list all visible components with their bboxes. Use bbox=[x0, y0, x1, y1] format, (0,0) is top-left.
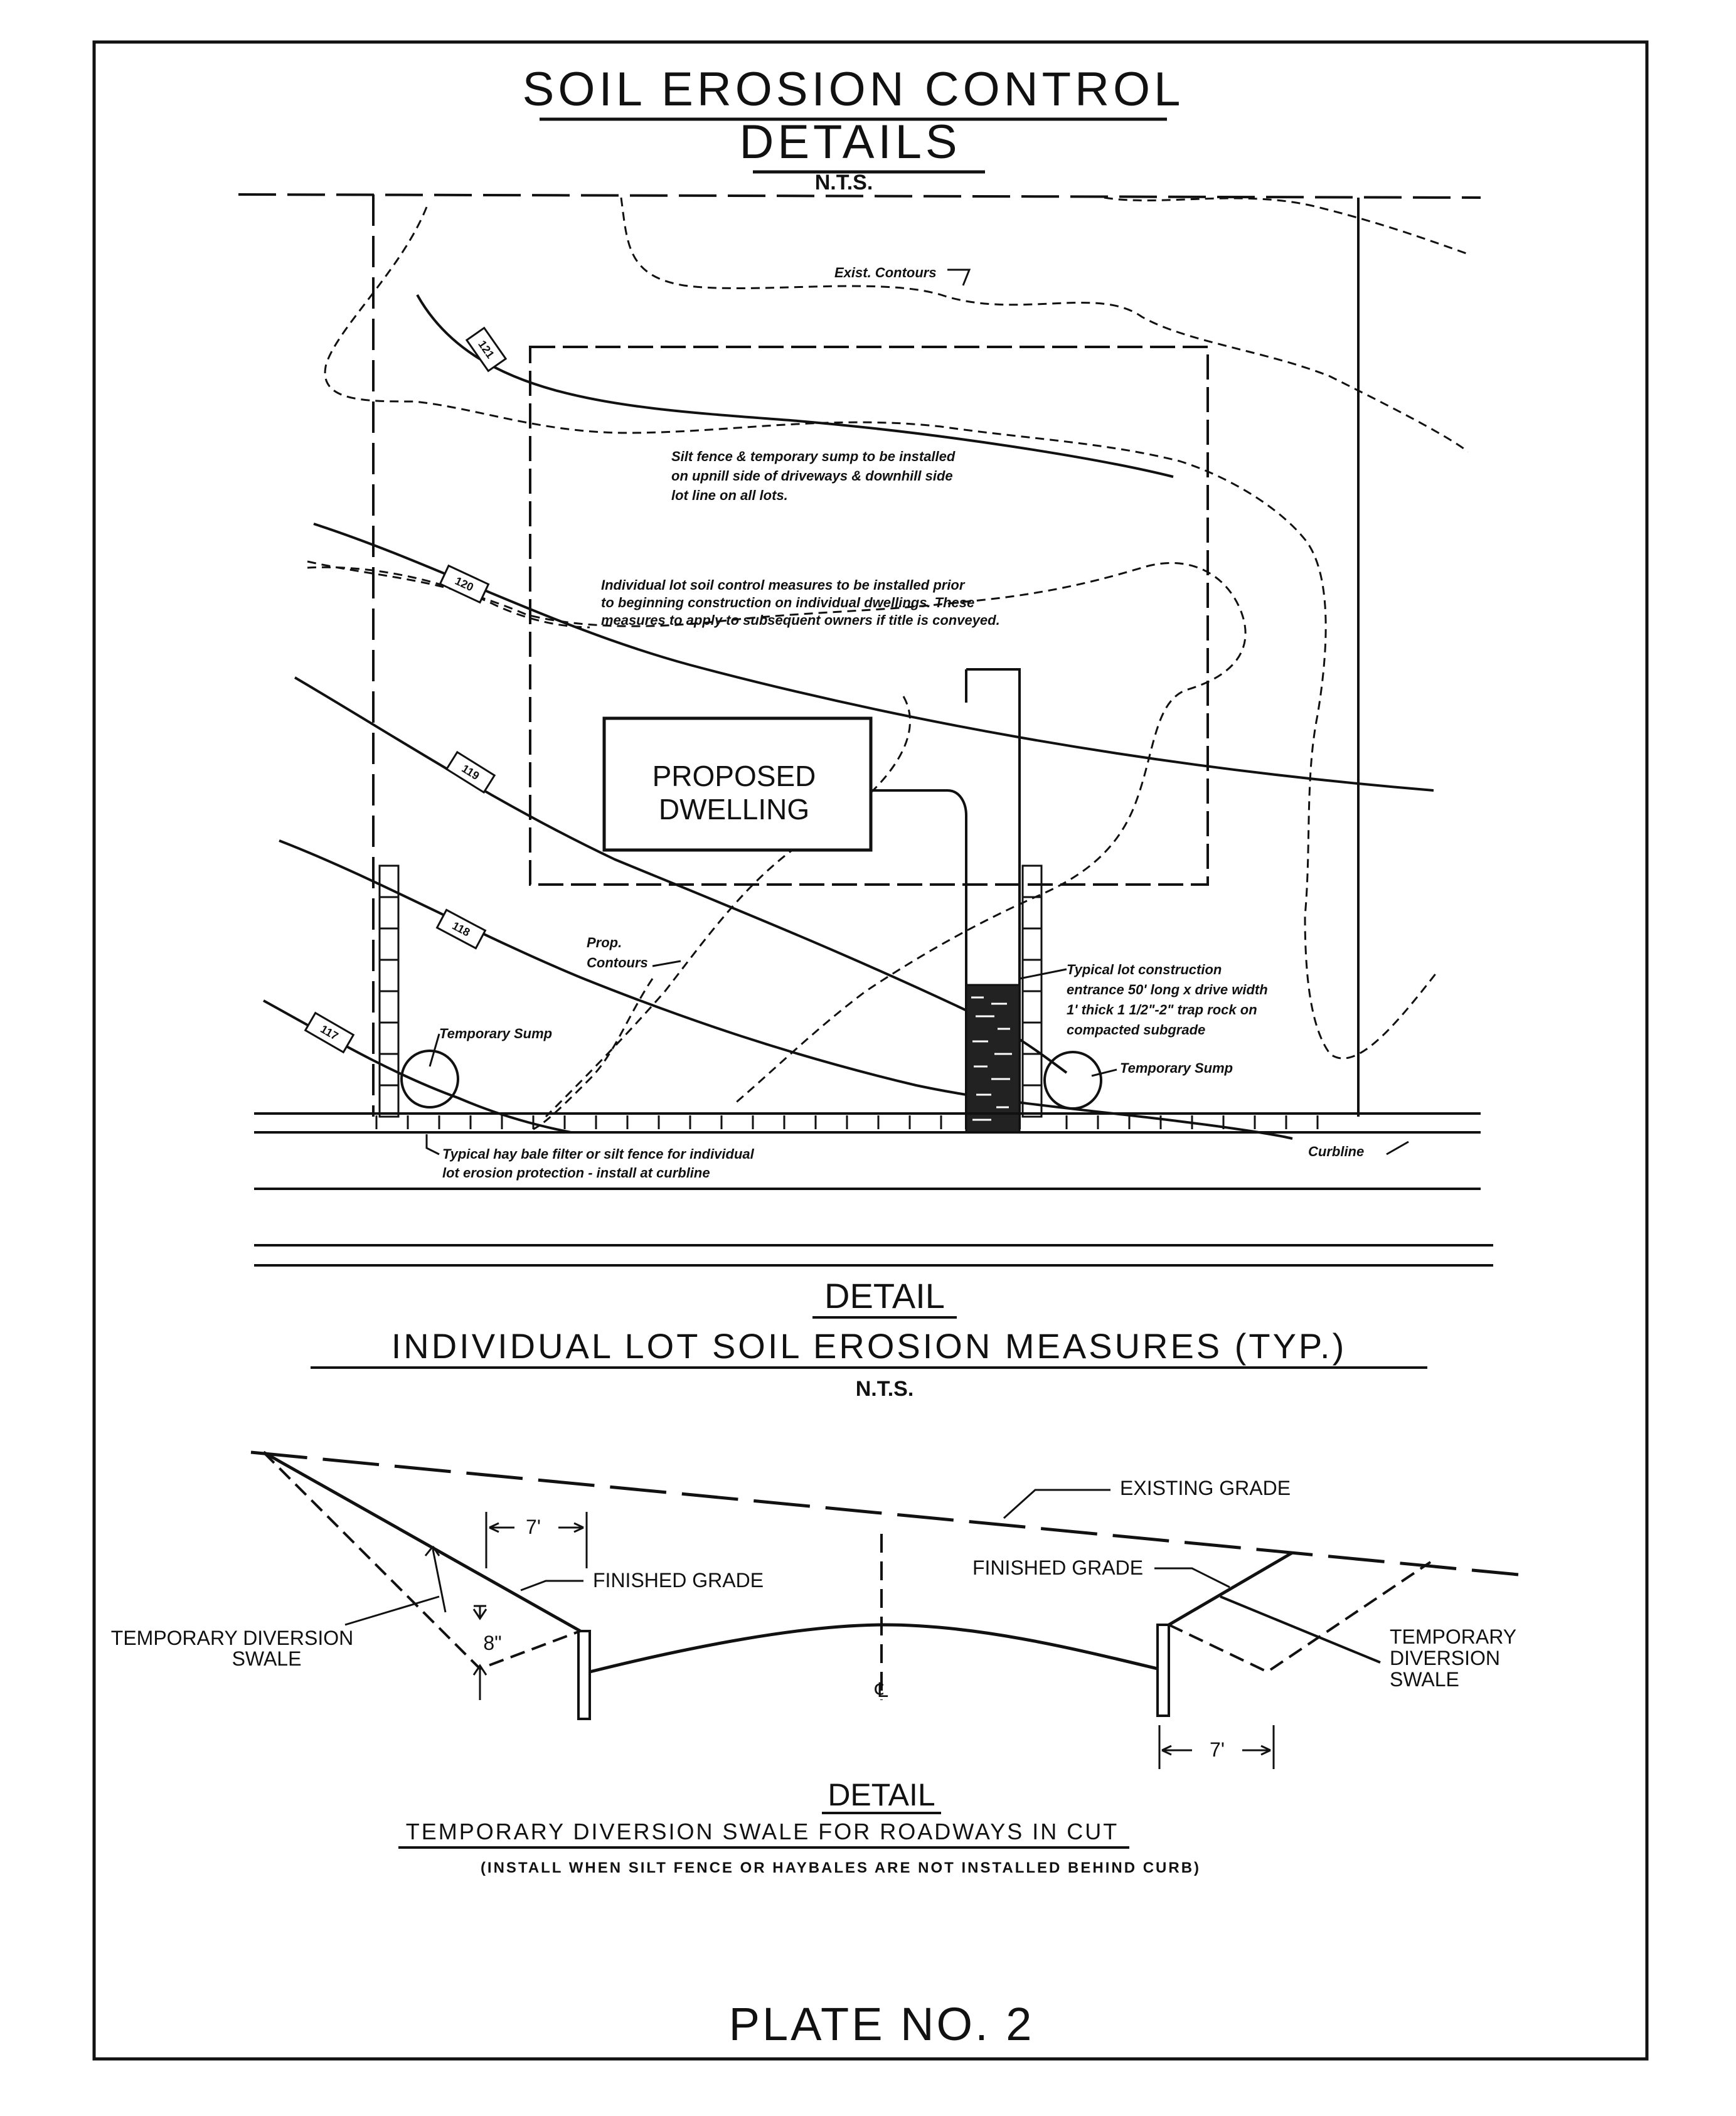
prop-contour-dashed-2 bbox=[533, 978, 654, 1130]
note-entrance: Typical lot construction entrance 50' lo… bbox=[1067, 962, 1268, 1038]
contour-label-117: 117 bbox=[304, 1011, 355, 1054]
svg-text:on upnill side of driveways &: on upnill side of driveways & downhill s… bbox=[671, 468, 953, 484]
existing-grade-label: EXISTING GRADE bbox=[1120, 1477, 1291, 1499]
swale-left-label-1: TEMPORARY DIVERSION bbox=[111, 1627, 353, 1649]
leader-swale-left bbox=[344, 1595, 440, 1626]
temporary-sump-right bbox=[1043, 1051, 1102, 1110]
sheet-border bbox=[92, 40, 1649, 2061]
svg-text:entrance 50' long x drive widt: entrance 50' long x drive width bbox=[1067, 982, 1268, 997]
hay-bale-ticks bbox=[375, 1115, 1319, 1129]
proposed-contour-121 bbox=[416, 294, 1174, 478]
existing-grade-line bbox=[250, 1450, 1519, 1576]
prop-contours-label-1: Prop. bbox=[587, 935, 622, 950]
driveway-top bbox=[966, 668, 1021, 1129]
temporary-sump-right-label: Temporary Sump bbox=[1120, 1060, 1233, 1076]
svg-text:lot erosion protection - insta: lot erosion protection - install at curb… bbox=[442, 1165, 710, 1181]
svg-text:Silt fence & temporary sump to: Silt fence & temporary sump to be instal… bbox=[671, 449, 956, 464]
dwelling-label-1: PROPOSED bbox=[652, 760, 816, 792]
hay-bale-left bbox=[378, 864, 400, 1118]
swale-right-label-3: SWALE bbox=[1390, 1668, 1459, 1691]
leader-finished-grade-left bbox=[520, 1580, 583, 1592]
trap-rock-texture bbox=[971, 996, 1012, 1121]
plate-title-line2: DETAILS bbox=[739, 115, 961, 169]
svg-text:compacted subgrade: compacted subgrade bbox=[1067, 1022, 1205, 1038]
note-hay-bale: Typical hay bale filter or silt fence fo… bbox=[442, 1146, 755, 1181]
prop-contour-dashed-1 bbox=[545, 696, 911, 1118]
plate-number: PLATE NO. 2 bbox=[729, 1998, 1035, 2050]
finished-grade-left-label: FINISHED GRADE bbox=[593, 1569, 764, 1592]
detail-lot-scale: N.T.S. bbox=[856, 1377, 914, 1401]
svg-text:to beginning construction on i: to beginning construction on individual … bbox=[601, 595, 974, 610]
note-individual-lot: Individual lot soil control measures to … bbox=[601, 577, 1000, 628]
curb-left bbox=[577, 1630, 591, 1720]
curbline-label: Curbline bbox=[1308, 1144, 1364, 1159]
dim-depth-label: 8" bbox=[483, 1632, 501, 1654]
svg-text:1' thick 1 1/2"-2" trap rock o: 1' thick 1 1/2"-2" trap rock on bbox=[1067, 1002, 1257, 1018]
leader-exist-contours bbox=[947, 268, 971, 286]
road-crown bbox=[589, 1623, 1158, 1674]
setback-boundary bbox=[529, 346, 1209, 886]
temporary-sump-left-label: Temporary Sump bbox=[439, 1026, 552, 1041]
svg-text:Typical hay bale filter or sil: Typical hay bale filter or silt fence fo… bbox=[442, 1146, 755, 1162]
prop-contours-label-2: Contours bbox=[587, 955, 648, 970]
note-silt-fence: Silt fence & temporary sump to be instal… bbox=[671, 449, 956, 503]
dim-top-left-label: 7' bbox=[526, 1516, 541, 1538]
swale-right-label-2: DIVERSION bbox=[1390, 1647, 1500, 1669]
centerline-label: ℄ bbox=[875, 1678, 888, 1702]
scale-top: N.T.S. bbox=[815, 171, 873, 194]
trap-rock-entrance bbox=[965, 984, 1021, 1134]
detail-lot-heading: DETAIL bbox=[824, 1276, 945, 1316]
dim-bottom-right-label: 7' bbox=[1210, 1738, 1225, 1761]
finished-grade-right-label: FINISHED GRADE bbox=[972, 1556, 1143, 1579]
existing-contour-d bbox=[307, 560, 1247, 1105]
dwelling-label-2: DWELLING bbox=[659, 793, 809, 826]
proposed-contour-120 bbox=[313, 523, 1434, 792]
leader-sump-left bbox=[429, 1033, 440, 1067]
dim-bottom-right-arrows bbox=[1161, 1745, 1271, 1756]
section-view bbox=[250, 1450, 1519, 1769]
swale-right bbox=[1168, 1561, 1432, 1674]
leader-finished-grade-right bbox=[1154, 1567, 1230, 1588]
swale-left-label-2: SWALE bbox=[232, 1647, 302, 1670]
detail-swale-heading: DETAIL bbox=[828, 1777, 935, 1812]
svg-text:measures to apply to subsequen: measures to apply to subsequent owners i… bbox=[601, 612, 1000, 628]
finished-grade-right bbox=[1168, 1551, 1294, 1627]
dim-top-left-arrows bbox=[489, 1522, 584, 1533]
temporary-sump-left bbox=[400, 1050, 459, 1109]
leader-prop-contours bbox=[652, 960, 681, 967]
swale-right-label-1: TEMPORARY bbox=[1390, 1625, 1516, 1648]
detail-swale-title: TEMPORARY DIVERSION SWALE FOR ROADWAYS I… bbox=[406, 1819, 1119, 1844]
svg-text:Individual lot soil control me: Individual lot soil control measures to … bbox=[601, 577, 966, 593]
top-boundary-line bbox=[238, 193, 1481, 199]
dim-depth-marks bbox=[472, 1605, 487, 1700]
svg-text:Typical lot construction: Typical lot construction bbox=[1067, 962, 1222, 977]
proposed-dwelling bbox=[602, 716, 873, 852]
contour-label-120: 120 bbox=[439, 564, 490, 604]
plan-view bbox=[238, 193, 1493, 1267]
contour-label-119: 119 bbox=[445, 750, 496, 794]
contour-label-121: 121 bbox=[465, 326, 508, 373]
leader-curbline bbox=[1386, 1140, 1409, 1156]
leader-sump-right bbox=[1091, 1068, 1117, 1077]
hay-bale-right bbox=[1021, 864, 1043, 1118]
curb-right bbox=[1156, 1624, 1170, 1717]
leader-hay-bale bbox=[425, 1134, 440, 1156]
prop-contour-left-dashed bbox=[307, 566, 590, 629]
detail-lot-title: INDIVIDUAL LOT SOIL EROSION MEASURES (TY… bbox=[391, 1326, 1347, 1366]
existing-contour-a bbox=[620, 197, 1469, 453]
svg-text:lot line on all lots.: lot line on all lots. bbox=[671, 487, 788, 503]
swale-right-leader bbox=[1220, 1595, 1381, 1664]
existing-contour-b bbox=[1104, 196, 1469, 255]
detail-swale-note: (INSTALL WHEN SILT FENCE OR HAYBALES ARE… bbox=[481, 1859, 1201, 1876]
finished-grade-left bbox=[262, 1450, 582, 1633]
driveway-left-edge bbox=[871, 789, 967, 1129]
leader-entrance bbox=[1019, 968, 1067, 980]
exist-contours-label: Exist. Contours bbox=[834, 265, 937, 280]
plate-title-line1: SOIL EROSION CONTROL bbox=[523, 63, 1185, 116]
contour-label-118: 118 bbox=[435, 908, 487, 950]
existing-contour-c bbox=[324, 206, 1438, 1060]
leader-existing-grade bbox=[1003, 1489, 1110, 1519]
